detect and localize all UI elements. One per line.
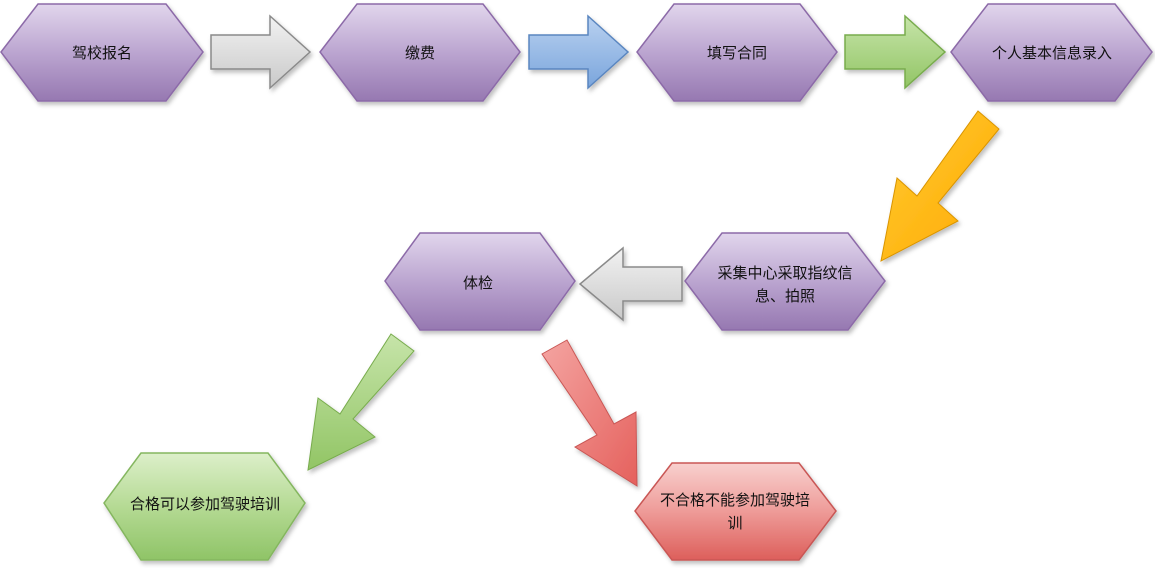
arrow-registration-to-payment (210, 14, 312, 90)
step-personal-info: 个人基本信息录入 (950, 3, 1153, 102)
step-registration-shape (0, 3, 204, 102)
arrow-medical-exam-to-fail (541, 339, 638, 487)
step-contract: 填写合同 (636, 3, 838, 102)
step-personal-info-label: 个人基本信息录入 (992, 44, 1112, 62)
step-biometrics-label-line1: 采集中心采取指纹信 (717, 264, 852, 282)
outcome-fail-label-line2: 训 (727, 514, 742, 532)
outcome-pass: 合格可以参加驾驶培训 (103, 452, 306, 561)
arrow-contract-to-personal-info (844, 14, 947, 90)
step-biometrics-label-line2: 息、拍照 (755, 287, 815, 305)
arrow-biometrics-to-medical-exam (578, 246, 683, 322)
outcome-pass-shape (103, 452, 306, 561)
step-contract-label: 填写合同 (707, 44, 767, 62)
outcome-pass-label: 合格可以参加驾驶培训 (130, 495, 280, 513)
step-medical-exam-label: 体检 (463, 274, 493, 292)
step-personal-info-shape (950, 3, 1153, 102)
step-registration-label: 驾校报名 (72, 44, 132, 62)
step-registration: 驾校报名 (0, 3, 204, 102)
step-biometrics-shape (684, 232, 886, 331)
step-payment: 缴费 (319, 3, 521, 102)
step-contract-shape (636, 3, 838, 102)
arrow-payment-to-contract (528, 14, 630, 90)
arrow-personal-info-to-biometrics (880, 110, 1000, 262)
outcome-fail-label-line1: 不合格不能参加驾驶培 (660, 491, 810, 509)
outcome-fail: 不合格不能参加驾驶培 训 (634, 462, 837, 561)
outcome-fail-shape (634, 462, 837, 561)
step-medical-exam-shape (384, 232, 576, 331)
step-medical-exam: 体检 (384, 232, 576, 331)
step-payment-label: 缴费 (405, 44, 435, 62)
step-payment-shape (319, 3, 521, 102)
step-biometrics: 采集中心采取指纹信 息、拍照 (684, 232, 886, 331)
arrow-medical-exam-to-pass (307, 333, 415, 471)
